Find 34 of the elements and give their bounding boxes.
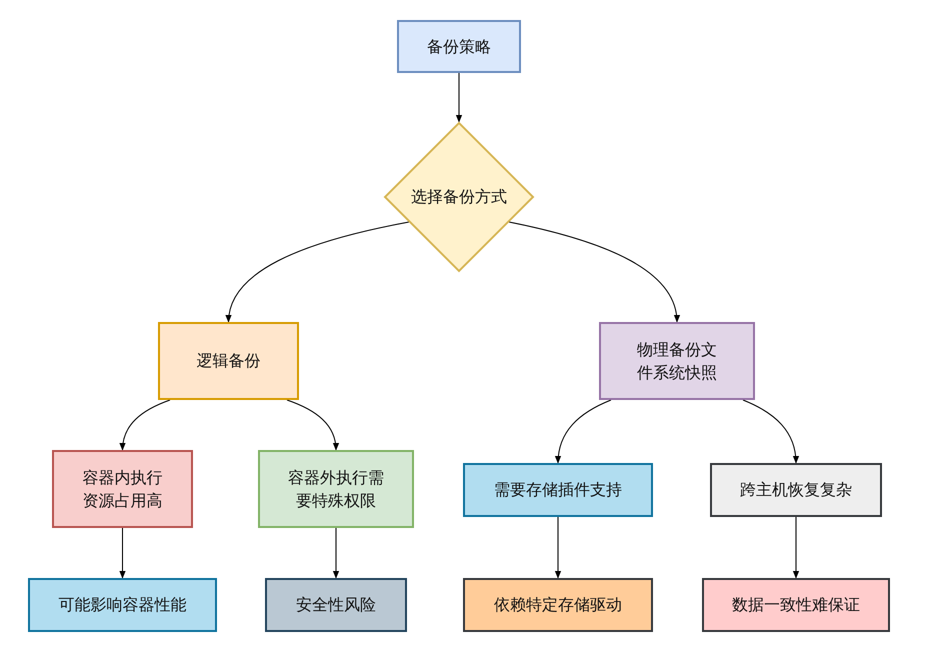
node-label: 逻辑备份 bbox=[196, 350, 260, 372]
node-label: 需要存储插件支持 bbox=[494, 479, 622, 502]
arrow bbox=[508, 222, 680, 323]
node-label: 容器内执行资源占用高 bbox=[82, 466, 162, 512]
node-label: 物理备份文件系统快照 bbox=[637, 338, 717, 384]
arrow bbox=[286, 400, 339, 451]
arrow bbox=[456, 72, 462, 123]
process-box bbox=[265, 578, 407, 632]
process-box bbox=[397, 20, 521, 73]
arrow bbox=[555, 400, 612, 464]
process-box bbox=[599, 322, 755, 400]
node-label: 跨主机恢复复杂 bbox=[740, 479, 852, 502]
node-label: 选择备份方式 bbox=[411, 186, 507, 208]
arrow bbox=[119, 528, 126, 579]
node-label: 备份策略 bbox=[427, 36, 491, 58]
node-label: 可能影响容器性能 bbox=[58, 594, 186, 616]
node-label: 数据一致性难保证 bbox=[732, 594, 860, 616]
arrow bbox=[554, 516, 562, 579]
process-box bbox=[28, 578, 217, 632]
node-label: 依赖特定存储驱动 bbox=[494, 594, 622, 616]
process-box bbox=[463, 578, 653, 632]
process-box bbox=[158, 322, 299, 400]
node-label: 容器外执行需要特殊权限 bbox=[288, 466, 384, 512]
process-box bbox=[710, 463, 882, 517]
node-label: 安全性风险 bbox=[296, 594, 376, 616]
process-box bbox=[463, 463, 653, 517]
arrow bbox=[226, 222, 410, 323]
process-box bbox=[258, 450, 414, 528]
arrow bbox=[792, 516, 800, 579]
arrow bbox=[120, 400, 170, 451]
process-box bbox=[702, 578, 890, 632]
arrow bbox=[742, 400, 799, 464]
arrow bbox=[332, 528, 340, 579]
process-box bbox=[52, 450, 193, 528]
